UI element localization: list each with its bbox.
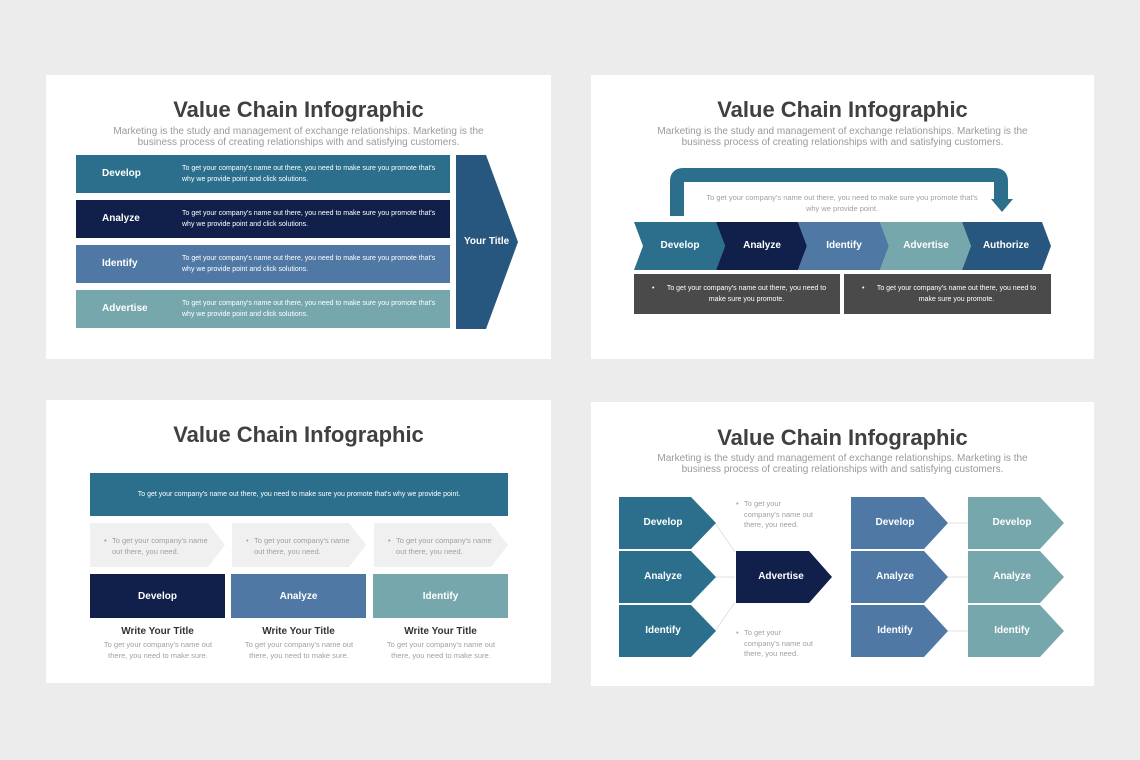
card-title: Write Your Title <box>262 626 335 637</box>
value-row-develop: Develop To get your company's name out t… <box>76 155 450 193</box>
chevron-identify <box>798 222 889 270</box>
arrow-label: Develop <box>643 517 683 528</box>
note-top: To get your company's name out there, yo… <box>744 499 813 529</box>
right-arrow-identify <box>968 605 1064 657</box>
bullet-dot: • <box>388 536 391 545</box>
arrow-text: To get your company's name out there, yo… <box>112 536 208 556</box>
row-label: Develop <box>102 168 141 179</box>
card-text: To get your company's name out there, yo… <box>244 640 354 660</box>
row-text: To get your company's name out there, yo… <box>182 210 436 228</box>
value-row-identify: Identify To get your company's name out … <box>76 245 450 283</box>
bullet-dot: • <box>104 536 107 545</box>
arrow-label: Identify <box>877 625 913 636</box>
title-arrow-shape <box>456 155 518 329</box>
flow-diagram <box>619 497 1064 657</box>
value-row-advertise: Advertise To get your company's name out… <box>76 290 450 328</box>
left-arrow-identify <box>619 605 716 657</box>
arrow-text: To get your company's name out there, yo… <box>396 536 492 556</box>
slide-subtitle: Marketing is the study and management of… <box>657 126 1028 148</box>
arrow-label: Analyze <box>993 571 1031 582</box>
step-label: Analyze <box>743 240 781 251</box>
card-develop: Develop <box>90 574 225 618</box>
chevron-analyze <box>716 222 807 270</box>
card-identify: Identify <box>373 574 508 618</box>
arrow-label: Analyze <box>876 571 914 582</box>
step-label: Identify <box>826 240 862 251</box>
row-label: Identify <box>102 258 138 269</box>
slide-title: Value Chain Infographic <box>173 97 424 122</box>
slide-title: Value Chain Infographic <box>717 425 968 450</box>
info-box: • To get your company's name out there, … <box>844 274 1051 314</box>
card-text: To get your company's name out there, yo… <box>386 640 496 660</box>
slide-title: Value Chain Infographic <box>173 422 424 447</box>
arrow-text: To get your company's name out there, yo… <box>254 536 350 556</box>
slide-2[interactable]: Value Chain Infographic Marketing is the… <box>591 75 1094 359</box>
row-text: To get your company's name out there, yo… <box>182 300 436 318</box>
bullet-dot: • <box>246 536 249 545</box>
loop-arrow <box>670 168 1013 216</box>
left-arrow-develop <box>619 497 716 549</box>
arrow-label: Analyze <box>644 571 682 582</box>
arrow-label: Advertise <box>758 571 804 582</box>
row-label: Advertise <box>102 303 148 314</box>
slide-3[interactable]: Value Chain Infographic To get your comp… <box>46 400 551 683</box>
bullet-dot: • <box>736 499 739 508</box>
bullet-dot: • <box>652 285 655 292</box>
card-title: Write Your Title <box>121 626 194 637</box>
arrow-label: Identify <box>645 625 681 636</box>
arrow-label: Develop <box>875 517 915 528</box>
slide-4[interactable]: Value Chain Infographic Marketing is the… <box>591 402 1094 686</box>
info-text: To get your company's name out there, yo… <box>666 285 827 303</box>
center-arrow-advertise <box>736 551 832 603</box>
slide-subtitle: Marketing is the study and management of… <box>657 453 1028 475</box>
card-text: To get your company's name out there, yo… <box>103 640 213 660</box>
right-arrow-analyze <box>968 551 1064 603</box>
chevron-chain <box>634 222 1051 270</box>
card-title: Write Your Title <box>404 626 477 637</box>
mid-arrow-develop <box>851 497 948 549</box>
chevron-authorize <box>962 222 1051 270</box>
mid-arrow-identify <box>851 605 948 657</box>
row-text: To get your company's name out there, yo… <box>182 165 436 183</box>
left-arrow-analyze <box>619 551 716 603</box>
arrow-label: Develop <box>992 517 1032 528</box>
info-box: • To get your company's name out there, … <box>634 274 840 314</box>
banner-text: To get your company's name out there, yo… <box>137 491 461 498</box>
bullet-dot: • <box>736 628 739 637</box>
note-bottom: To get your company's name out there, yo… <box>744 628 813 658</box>
step-label: Authorize <box>982 240 1030 251</box>
row-text: To get your company's name out there, yo… <box>182 255 436 273</box>
row-label: Analyze <box>102 213 140 224</box>
light-arrows <box>90 523 508 567</box>
info-text: To get your company's name out there, yo… <box>876 285 1037 303</box>
slide-1[interactable]: Value Chain Infographic Marketing is the… <box>46 75 551 359</box>
arrow-label: Identify <box>994 625 1030 636</box>
bullet-dot: • <box>862 285 865 292</box>
step-label: Develop <box>660 240 700 251</box>
loop-text: To get your company's name out there, yo… <box>706 193 978 213</box>
chevron-advertise <box>880 222 971 270</box>
slide-subtitle: Marketing is the study and management of… <box>113 126 484 148</box>
title-arrow-label: Your Title <box>464 236 510 247</box>
top-banner: To get your company's name out there, yo… <box>90 473 508 516</box>
step-label: Advertise <box>903 240 949 251</box>
card-analyze: Analyze <box>231 574 366 618</box>
value-row-analyze: Analyze To get your company's name out t… <box>76 200 450 238</box>
slide-title: Value Chain Infographic <box>717 97 968 122</box>
right-arrow-develop <box>968 497 1064 549</box>
chevron-develop <box>634 222 725 270</box>
mid-arrow-analyze <box>851 551 948 603</box>
